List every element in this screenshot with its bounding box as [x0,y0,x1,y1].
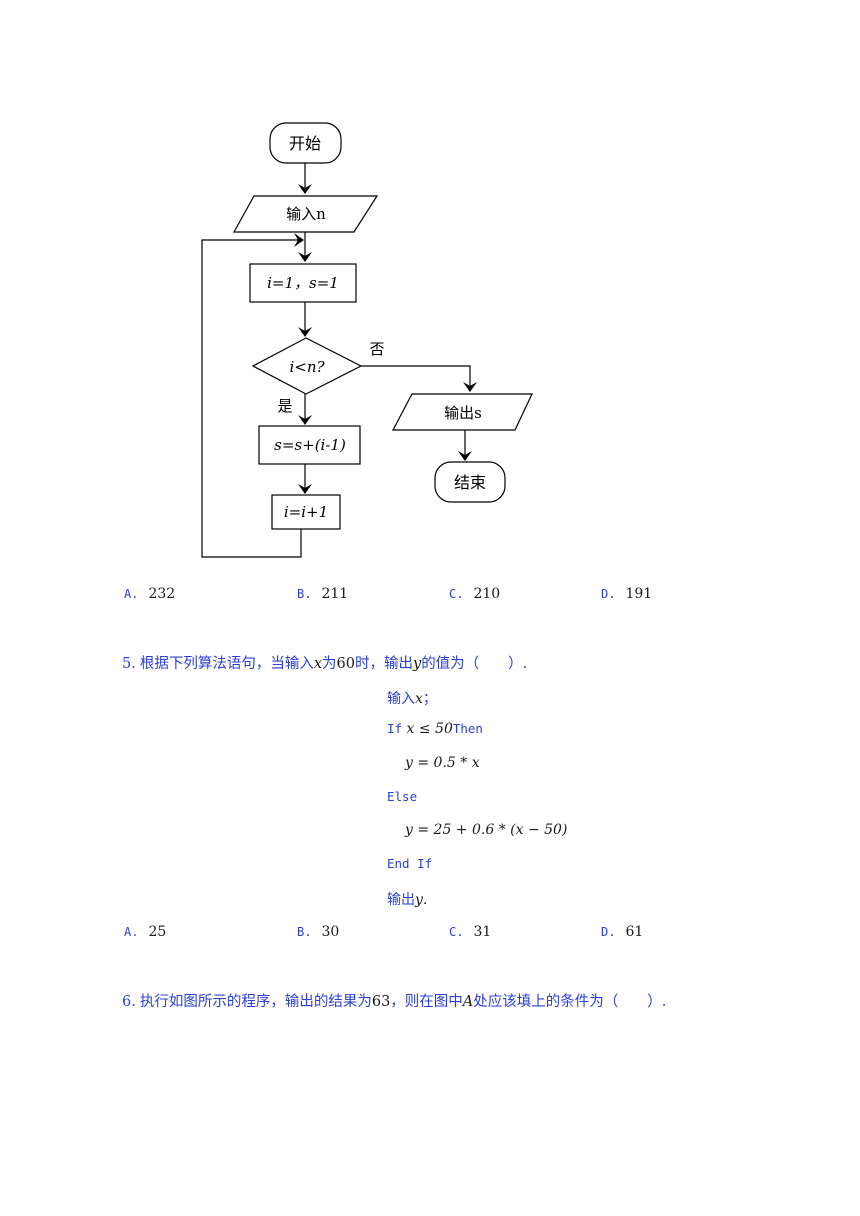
code-line-input: 输入x； [387,691,437,707]
q5-question: 5.根据下列算法语句，当输入x为60时，输出y的值为（ ）. [122,656,528,672]
yes-label: 是 [277,397,292,415]
q6-question: 6.执行如图所示的程序，输出的结果为63，则在图中A处应该填上的条件为（ ）. [122,994,667,1010]
code-line-then-expr: y = 0.5 * x [405,755,480,771]
q5-option-b[interactable]: B.30 [297,924,340,940]
q4-option-d[interactable]: D.191 [601,586,653,602]
code-line-if: If x ≤ 50Then [387,721,483,737]
q4-option-a[interactable]: A.232 [124,586,176,602]
input-box [232,195,379,233]
code-line-else-expr: y = 25 + 0.6 * (x − 50) [405,822,568,838]
q5-option-a[interactable]: A.25 [124,924,167,940]
arrow-no-branch [361,365,477,392]
no-label: 否 [369,340,384,358]
condition-diamond [251,337,363,395]
start-label: 开始 [289,134,321,153]
q4-option-c[interactable]: C.210 [449,586,501,602]
init-label: i=1，s=1 [267,274,339,292]
update-s-box [258,425,361,465]
code-line-endif: End If [387,856,433,871]
output-box [392,393,533,431]
code-line-else: Else [387,789,418,804]
q4-option-b[interactable]: B.211 [297,586,349,602]
init-box [249,263,357,303]
update-i-box [271,494,341,530]
q5-option-d[interactable]: D.61 [601,924,644,940]
end-label: 结束 [454,473,486,492]
q5-option-c[interactable]: C.31 [449,924,492,940]
flowchart: 开始 输入n i=1，s=1 i<n? 否 是 s=s+(i-1) i=i+1 … [201,122,533,558]
code-line-output: 输出y. [387,892,428,908]
input-label: 输入n [286,205,326,223]
update-i-label: i=i+1 [284,503,328,521]
arrow-loop-back [201,233,304,558]
output-label: 输出s [444,404,482,422]
end-terminal [434,461,506,503]
condition-label: i<n? [289,358,325,376]
update-s-label: s=s+(i-1) [274,436,346,454]
